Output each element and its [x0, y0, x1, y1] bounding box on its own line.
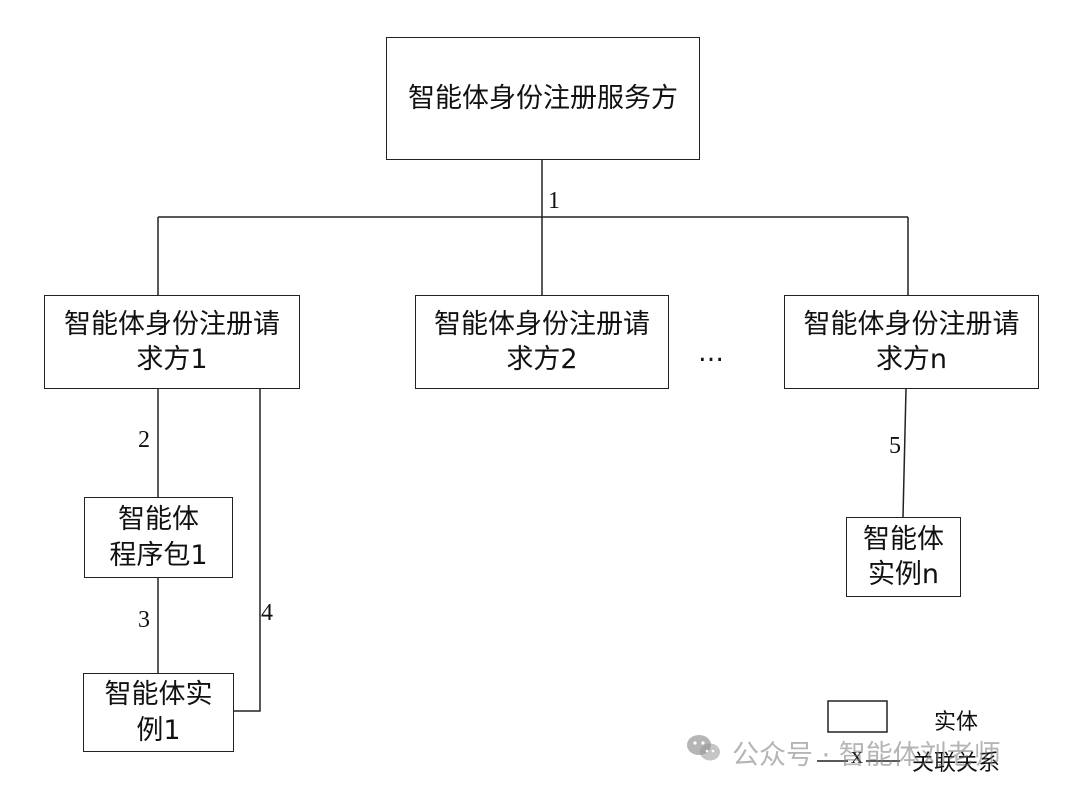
node-instance-n: 智能体 实例n — [846, 517, 961, 597]
legend-entity-label: 实体 — [934, 710, 979, 735]
node-requester-2: 智能体身份注册请 求方2 — [415, 295, 669, 389]
edge-2-label: 2 — [138, 427, 150, 453]
edge-4-line — [234, 389, 261, 712]
legend-relation-symbol: x — [851, 743, 863, 769]
edge-5-line — [902, 388, 907, 518]
node-requester-1: 智能体身份注册请 求方1 — [44, 295, 300, 389]
node-instance-1: 智能体实 例1 — [83, 673, 234, 752]
node-service: 智能体身份注册服务方 — [386, 37, 700, 160]
edge-1-label: 1 — [548, 188, 560, 214]
edge-4-label: 4 — [261, 600, 273, 626]
legend-relation-label: 关联关系 — [912, 751, 1001, 776]
wechat-icon — [687, 735, 720, 761]
ellipsis: … — [698, 338, 724, 368]
legend-entity-swatch — [827, 700, 888, 733]
edge-3-label: 3 — [138, 607, 150, 633]
node-package-1: 智能体 程序包1 — [84, 497, 233, 578]
edge-5-label: 5 — [889, 433, 901, 459]
watermark-text: 公众号 · 智能体刘老师 — [732, 740, 1001, 771]
node-requester-n: 智能体身份注册请 求方n — [784, 295, 1039, 389]
